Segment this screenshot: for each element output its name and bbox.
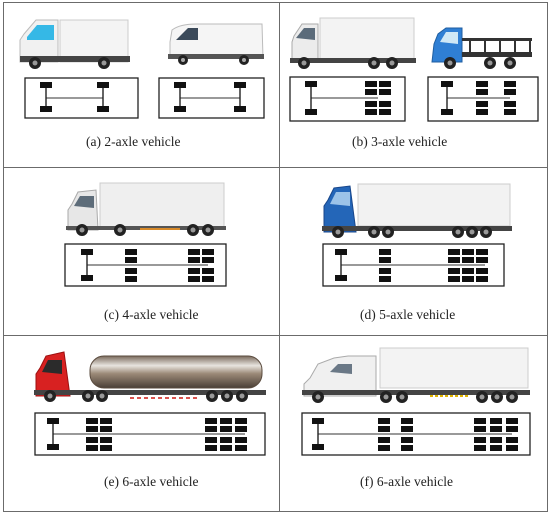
caption-a: (a) 2-axle vehicle [86,134,181,149]
row-divider-2 [3,335,548,336]
caption-d: (d) 5-axle vehicle [360,307,456,322]
axle-diagram-3-axle-box-truck [289,76,406,122]
caption-f: (f) 6-axle vehicle [360,474,453,489]
axle-diagram-3-axle-flatbed [427,76,539,122]
column-divider [279,2,280,512]
6-axle-tanker-truck-image [34,351,266,402]
6-axle-semi-truck-image [302,347,530,403]
axle-diagram-2-axle-truck [24,77,139,119]
4-axle-tractor-trailer-image [66,182,226,236]
row-divider-1 [3,167,548,168]
axle-diagram-6-axle-semi [301,412,531,456]
box-truck-image [19,19,130,69]
axle-diagram-6-axle-tanker [34,412,266,456]
caption-c: (c) 4-axle vehicle [104,307,199,322]
axle-diagram-5-axle [322,243,505,287]
figure-frame [3,2,548,512]
3-axle-box-truck-image [290,17,416,69]
van-image [168,23,264,65]
axle-diagram-2-axle-van [158,77,265,119]
3-axle-flatbed-truck-image [431,27,532,69]
5-axle-semi-truck-image [322,183,512,238]
caption-b: (b) 3-axle vehicle [352,134,448,149]
axle-diagram-4-axle [64,243,227,287]
caption-e: (e) 6-axle vehicle [104,474,199,489]
